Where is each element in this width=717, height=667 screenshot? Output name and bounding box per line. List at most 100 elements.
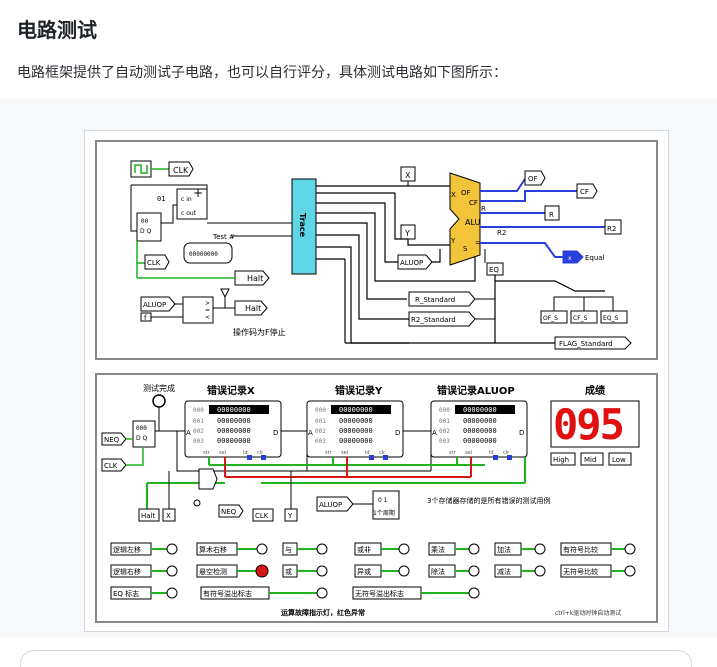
- aluop-tunnel-top: [397, 254, 433, 270]
- clk-label: CLK: [173, 166, 189, 175]
- score-mid-label: Mid: [584, 456, 596, 464]
- block-y-ld: ld: [365, 450, 370, 456]
- block-y-val-1: 00000000: [339, 417, 373, 425]
- pin-y-label: Y: [404, 229, 410, 238]
- ind-sub-label: 减法: [497, 567, 511, 576]
- out-r-label: R: [549, 211, 554, 219]
- of-s-label: OF_S: [543, 315, 558, 322]
- block-y-str: str: [325, 450, 333, 456]
- fault-note: 运算故障指示灯，红色异常: [281, 608, 365, 617]
- ind-of-lamp: [316, 587, 328, 599]
- block-x-val-1: 00000000: [217, 417, 251, 425]
- ind-sll-label: 逻辑左移: [113, 545, 141, 554]
- ind-float-lamp: [255, 564, 269, 578]
- ind-slt-label: 有符号比较: [563, 545, 598, 554]
- block-x-val-3: 00000000: [217, 437, 251, 445]
- score-mid: [580, 452, 604, 466]
- f-label: f: [144, 314, 147, 322]
- block-y-addr-0: 000: [315, 407, 326, 414]
- pin-x-label: X: [405, 171, 411, 180]
- alu-x: X: [451, 191, 456, 199]
- test-label: Test #: [212, 233, 235, 241]
- equal-label: Equal: [585, 254, 605, 262]
- block-y-clr: clr: [379, 450, 386, 456]
- comparator: [182, 296, 214, 324]
- ind-div-lamp: [468, 565, 480, 577]
- ind-sub-lamp: [534, 565, 546, 577]
- neq-note: 1个周期: [373, 509, 395, 517]
- block-x-ld: ld: [243, 450, 248, 456]
- ind-cf-lamp: [468, 587, 480, 599]
- comment-box-edge[interactable]: [20, 650, 692, 667]
- halt-tunnel-2: [234, 300, 268, 316]
- stop-note: 操作码为F停止: [233, 327, 286, 337]
- block-x-addr-3: 003: [193, 438, 204, 445]
- ind-and-lamp: [316, 543, 328, 555]
- ind-float-label: 悬空检测: [199, 567, 227, 576]
- block-aluop-d: D: [519, 429, 524, 437]
- counter-bottom-value: 000: [136, 425, 147, 432]
- ind-xor-lamp: [398, 565, 410, 577]
- clock-hint: ctrl+k驱动时钟自动测试: [555, 609, 621, 617]
- counter-plus: +: [193, 186, 203, 200]
- memory-block-y: 错误记录Y 000 00000000 001 00000000 002 0000…: [306, 384, 404, 458]
- trace-label: Trace: [298, 213, 307, 238]
- memory-block-aluop: 错误记录ALUOP 000 00000000 001 00000000 002 …: [430, 384, 528, 458]
- block-y-a: A: [308, 429, 313, 437]
- block-aluop-clr: clr: [503, 450, 510, 456]
- block-aluop-title: 错误记录ALUOP: [437, 384, 515, 397]
- and-gate: [198, 468, 218, 490]
- out-eq-label: EQ: [489, 266, 499, 274]
- counter-value: 01: [157, 195, 165, 203]
- alu-r: R: [481, 205, 486, 213]
- storage-note: 3个存储器存储的是所有错误的测试用例: [427, 496, 550, 505]
- ind-and-label: 与: [285, 546, 292, 554]
- ind-sll-lamp: [166, 543, 178, 555]
- score-high-label: High: [553, 456, 569, 464]
- mux: [372, 490, 400, 520]
- test-display: [183, 242, 233, 264]
- halt-label-1: Halt: [247, 274, 263, 283]
- indicator-row-3: EQ 标志 有符号溢出标志 无符号溢出标志: [110, 586, 480, 600]
- ind-of-label: 有符号溢出标志: [203, 589, 252, 598]
- block-aluop-val-1: 00000000: [463, 417, 497, 425]
- block-x-str: str: [203, 450, 211, 456]
- ind-sltu-label: 无符号比较: [563, 567, 598, 576]
- out-of: [524, 170, 546, 186]
- reg-value: 00: [141, 218, 149, 225]
- cmp-lt: <: [205, 314, 210, 321]
- block-x-val-2: 00000000: [217, 427, 251, 435]
- alu-r2: R2: [497, 229, 506, 237]
- score-high: [550, 452, 576, 466]
- block-y-val-2: 00000000: [339, 427, 373, 435]
- cmp-gt: >: [205, 300, 210, 307]
- alu-eq: =: [475, 239, 481, 247]
- ind-slt-lamp: [624, 543, 636, 555]
- ind-sra-lamp: [256, 543, 268, 555]
- counter-bottom-dq: D Q: [136, 435, 148, 442]
- reg-dq: D Q: [140, 228, 152, 235]
- circuit-svg: CLK c in c out + 01 00 D Q CLK Test # 00…: [95, 140, 658, 623]
- clk-label-2: CLK: [147, 259, 161, 267]
- neq-label: NEQ: [104, 436, 120, 444]
- out-r2: [604, 219, 622, 235]
- ind-sltu-lamp: [624, 565, 636, 577]
- block-x-addr-1: 001: [193, 418, 204, 425]
- block-x-clr: clr: [257, 450, 264, 456]
- halt-pin: [138, 508, 160, 522]
- alu-s: S: [463, 245, 468, 253]
- score-low: [608, 452, 632, 466]
- clk-bottom-label: CLK: [104, 462, 118, 470]
- score-low-label: Low: [612, 456, 626, 464]
- out-cf: [576, 183, 598, 199]
- test-value: 00000000: [189, 251, 218, 258]
- ind-nor-label: 或非: [357, 545, 371, 554]
- counter-cout: c out: [181, 210, 197, 217]
- block-aluop-a: A: [432, 429, 437, 437]
- indicator-row-2: 逻辑右移 悬空检测 或 异或 除法 减法 无符号比较: [110, 564, 636, 578]
- ind-mul-label: 乘法: [431, 545, 445, 554]
- neq-tunnel: [101, 432, 127, 446]
- counter-bottom: [132, 420, 156, 448]
- block-aluop-addr-3: 003: [439, 438, 450, 445]
- ind-or-lamp: [316, 565, 328, 577]
